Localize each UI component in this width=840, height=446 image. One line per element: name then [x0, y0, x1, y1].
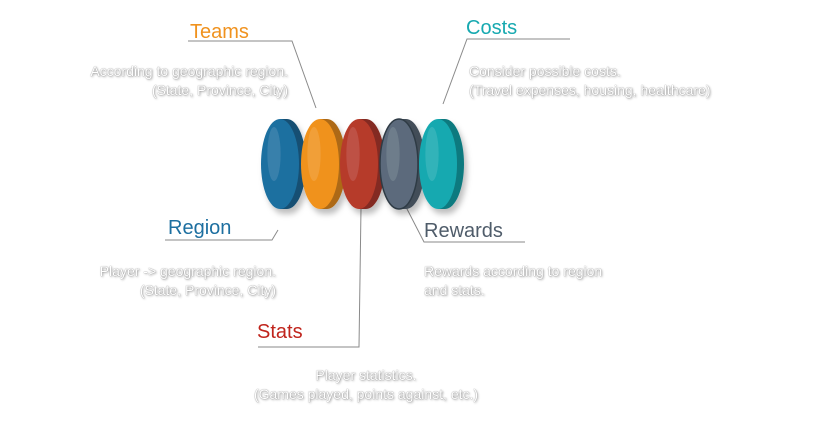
rewards-description: Rewards according to region and stats. [424, 262, 602, 300]
teams-title: Teams [190, 21, 249, 43]
disc-rewards [379, 118, 425, 210]
costs-description: Consider possible costs. (Travel expense… [469, 62, 711, 100]
teams-connector [188, 40, 317, 109]
region-title: Region [168, 217, 232, 239]
region-connector [165, 229, 279, 241]
disc-teams [301, 119, 346, 209]
rewards-description-line: Rewards according to region [424, 263, 603, 279]
costs-connector [442, 38, 570, 105]
teams-description: According to geographic region. (State, … [90, 62, 288, 100]
disc-teams-highlight [307, 127, 321, 181]
disc-costs-highlight [425, 127, 439, 181]
rewards-description-line: and stats. [424, 282, 485, 298]
stats-connector [258, 207, 362, 348]
rewards-title: Rewards [424, 220, 503, 242]
region-description: Player -> geographic region. (State, Pro… [100, 262, 276, 300]
region-description-line: Player -> geographic region. [99, 263, 276, 279]
stats-description-line: (Games played, points against, etc.) [253, 386, 479, 402]
rewards-connector [405, 206, 525, 243]
costs-title: Costs [466, 17, 518, 39]
teams-description-line: (State, Province, City) [151, 82, 288, 98]
teams-description-line: According to geographic region. [90, 63, 288, 79]
stats-description-line: Player statistics. [315, 367, 417, 383]
region-description-line: (State, Province, City) [139, 282, 276, 298]
disc-rewards-highlight [386, 127, 400, 181]
disc-stats [340, 119, 385, 209]
stats-description: Player statistics. (Games played, points… [200, 366, 532, 404]
costs-description-line: Consider possible costs. [469, 63, 621, 79]
disc-stats-highlight [346, 127, 360, 181]
disc-region-highlight [267, 127, 281, 181]
disc-costs [419, 119, 464, 209]
disc-region [261, 119, 306, 209]
costs-description-line: (Travel expenses, housing, healthcare) [469, 82, 711, 98]
stats-title: Stats [257, 321, 303, 343]
connector-lines [165, 38, 570, 348]
